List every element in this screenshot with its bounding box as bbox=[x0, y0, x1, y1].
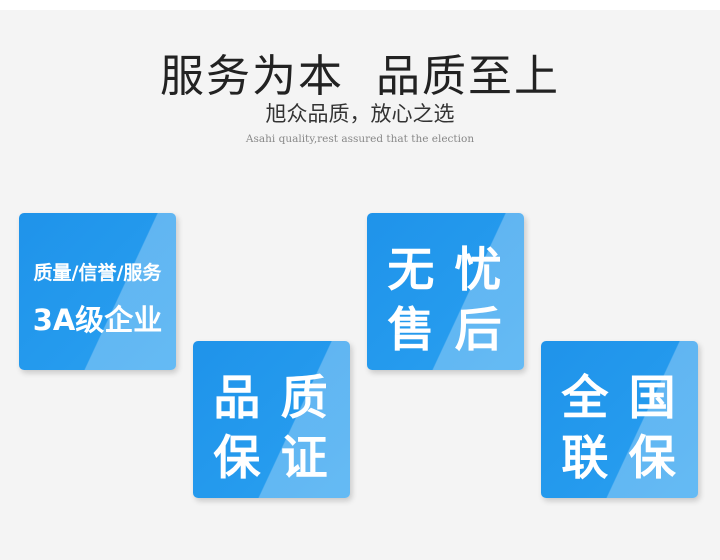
tile-worry-free-after-sales: 无 忧 售 后 bbox=[367, 213, 524, 370]
page-title: 服务为本 品质至上 bbox=[160, 51, 560, 102]
tile-line-1: 品 质 bbox=[213, 371, 330, 426]
tile-line-1: 质量/信誉/服务 bbox=[33, 262, 162, 284]
tile-line-2: 3A级企业 bbox=[32, 303, 163, 337]
tile-line-2: 联 保 bbox=[561, 431, 678, 486]
page-subtitle: 旭众品质，放心之选 bbox=[265, 102, 455, 126]
english-tagline: Asahi quality,rest assured that the elec… bbox=[245, 133, 475, 145]
top-strip bbox=[0, 0, 720, 10]
tile-quality-guarantee: 品 质 保 证 bbox=[193, 341, 350, 498]
tile-line-2: 售 后 bbox=[387, 303, 504, 358]
tile-shine bbox=[19, 213, 176, 370]
tile-line-2: 保 证 bbox=[213, 431, 330, 486]
tile-nationwide-warranty: 全 国 联 保 bbox=[541, 341, 698, 498]
tile-line-1: 全 国 bbox=[561, 371, 678, 426]
tile-line-1: 无 忧 bbox=[387, 243, 504, 298]
tile-3a-enterprise: 质量/信誉/服务 3A级企业 bbox=[19, 213, 176, 370]
